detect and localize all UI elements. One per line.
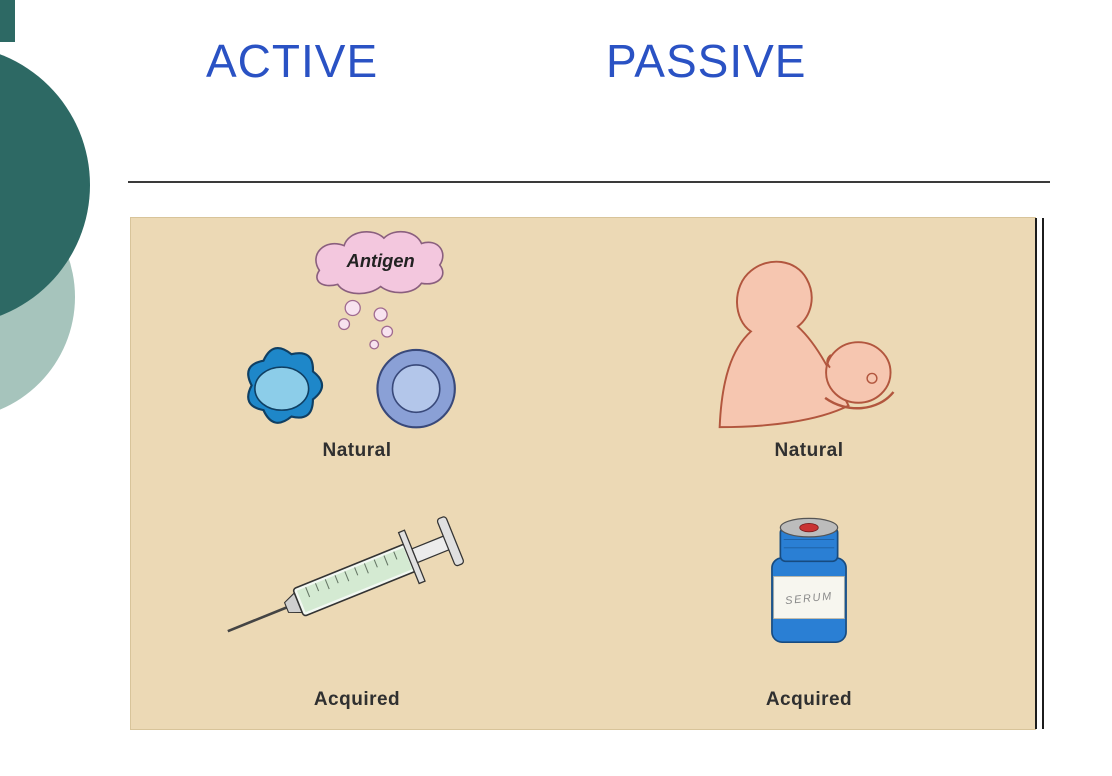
quadrant-caption: Acquired xyxy=(313,689,401,710)
title-active: ACTIVE xyxy=(206,35,379,87)
quadrant-passive-acquired: SERUM Acquired xyxy=(583,468,1035,729)
thought-bubbles-icon xyxy=(338,299,394,349)
panel-right-border-lines xyxy=(1035,218,1044,729)
antigen-cloud-icon: Antigen xyxy=(247,230,456,428)
illustration-panel: Antigen xyxy=(130,217,1036,730)
quadrant-active-natural: Antigen xyxy=(131,218,583,468)
teal-bar-decor xyxy=(0,0,15,42)
serum-jar-icon: SERUM xyxy=(771,517,847,643)
quadrant-caption: Natural xyxy=(774,440,844,461)
antigen-cloud-label: Antigen xyxy=(346,250,415,271)
serum-jar-art: SERUM xyxy=(739,468,879,689)
title-divider-line xyxy=(128,181,1050,183)
ring-cell-icon xyxy=(376,348,456,428)
serum-jar-label: SERUM xyxy=(785,590,834,607)
mother-baby-icon xyxy=(718,260,894,428)
antigen-cells-art: Antigen xyxy=(217,218,497,440)
syringe-icon xyxy=(227,515,465,632)
title-passive: PASSIVE xyxy=(606,35,807,87)
quadrant-caption: Acquired xyxy=(765,689,853,710)
quadrant-passive-natural: Natural xyxy=(583,218,1035,468)
mother-baby-art xyxy=(692,218,927,440)
dark-teal-circle-decor xyxy=(0,45,90,325)
quadrant-active-acquired: Acquired xyxy=(131,468,583,729)
syringe-art xyxy=(207,468,507,689)
quadrant-caption: Natural xyxy=(322,440,392,461)
spiky-cell-icon xyxy=(247,346,324,424)
